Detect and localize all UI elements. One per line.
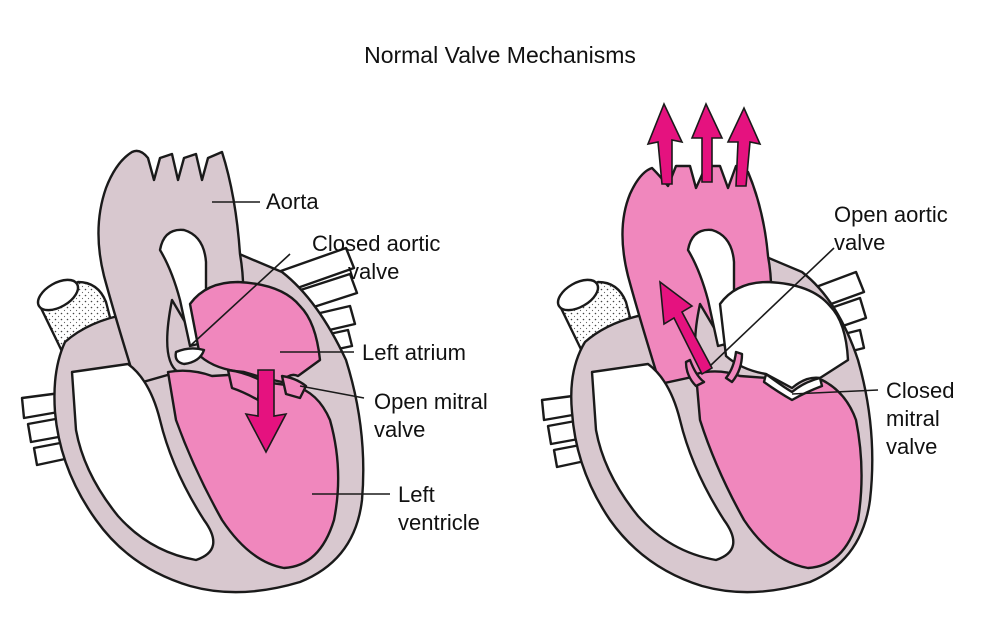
right-labels: Open aortic valve Closed mitral valve	[834, 202, 954, 459]
label-closed-mitral-valve-line3: valve	[886, 434, 937, 459]
aortic-flow-arrow-1	[646, 102, 684, 185]
label-open-mitral-valve-line1: Open mitral	[374, 389, 488, 414]
label-closed-mitral-valve-line1: Closed	[886, 378, 954, 403]
label-closed-mitral-valve-line2: mitral	[886, 406, 940, 431]
label-left-atrium: Left atrium	[362, 340, 466, 365]
label-open-mitral-valve-line2: valve	[374, 417, 425, 442]
left-atrium-chamber-right	[718, 280, 850, 390]
left-labels: Aorta Closed aortic valve Left atrium Op…	[266, 189, 488, 535]
ventricle-outflow-arrow	[659, 280, 714, 376]
label-open-aortic-valve-line1: Open aortic	[834, 202, 948, 227]
label-closed-aortic-valve-line1: Closed aortic	[312, 231, 440, 256]
label-closed-aortic-valve-line2: valve	[348, 259, 399, 284]
right-heart-chamber-right	[590, 362, 735, 562]
label-left-ventricle-line2: ventricle	[398, 510, 480, 535]
label-open-aortic-valve-line2: valve	[834, 230, 885, 255]
heart-diagram-open-mitral	[20, 149, 390, 594]
aortic-flow-arrow-2	[690, 102, 724, 183]
heart-diagram-open-aortic	[540, 102, 879, 594]
mitral-flow-arrow	[244, 369, 288, 454]
label-aorta: Aorta	[266, 189, 319, 214]
label-left-ventricle-line1: Left	[398, 482, 435, 507]
diagram-title: Normal Valve Mechanisms	[364, 42, 636, 68]
right-heart-chamber	[70, 362, 215, 562]
aortic-flow-arrow-3	[726, 106, 762, 187]
